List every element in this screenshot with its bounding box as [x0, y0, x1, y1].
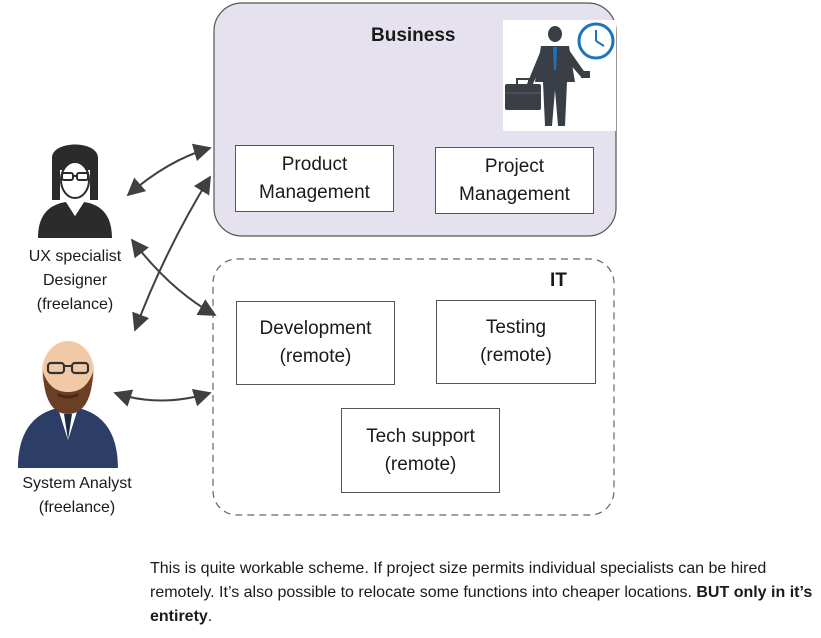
arrow-analyst-business	[132, 175, 211, 332]
person-label-line: UX specialist	[28, 248, 122, 265]
caption-body: This is quite workable scheme. If projec…	[150, 560, 767, 601]
box-label-line: (remote)	[279, 346, 352, 367]
box-label-line: Product	[281, 153, 348, 175]
ux-specialist-label: UX specialist Designer (freelance)	[0, 245, 155, 317]
caption-emphasis: BUT only in it’s entirety	[150, 584, 813, 625]
box-label-line: (remote)	[384, 453, 457, 475]
person-label-line: (freelance)	[36, 296, 114, 313]
box-label-line: Management	[459, 183, 570, 205]
arrow-analyst-it	[113, 389, 212, 407]
businessman-with-clock-icon	[503, 20, 616, 131]
box-label-line: Management	[259, 181, 370, 203]
box-label-line: Tech support	[366, 425, 475, 447]
box-label-line: Project	[484, 155, 545, 177]
it-group-title: IT	[550, 270, 567, 291]
bearded-man-avatar-icon	[2, 336, 135, 470]
person-label-line: System Analyst	[22, 475, 132, 492]
box-label-line: (remote)	[480, 345, 552, 366]
system-analyst-label: System Analyst (freelance)	[0, 472, 157, 520]
development-box: Development (remote)	[236, 301, 395, 385]
female-designer-avatar-icon	[38, 144, 112, 238]
caption-text: This is quite workable scheme. If projec…	[150, 557, 815, 629]
arrow-ux-business	[126, 143, 212, 197]
box-label-line: Development	[259, 318, 372, 339]
person-label-line: (freelance)	[38, 499, 116, 516]
testing-box: Testing (remote)	[436, 300, 596, 384]
caption-end: .	[207, 608, 213, 625]
business-group-title: Business	[371, 25, 456, 46]
person-label-line: Designer	[42, 272, 108, 289]
box-label-line: Testing	[485, 317, 547, 338]
tech-support-box: Tech support (remote)	[341, 408, 500, 493]
